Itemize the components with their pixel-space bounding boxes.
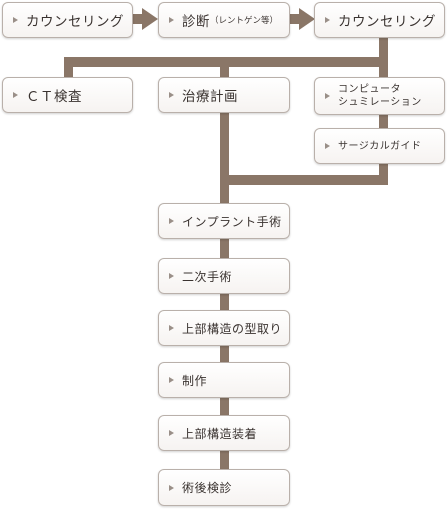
arrow-2-shaft bbox=[290, 14, 300, 24]
box-label: 診断 bbox=[182, 14, 210, 30]
bullet-triangle-icon bbox=[169, 430, 174, 436]
box-label: カウンセリング bbox=[338, 14, 436, 30]
box-label: 治療計画 bbox=[182, 89, 238, 105]
step-label: インプラント手術 bbox=[182, 214, 282, 229]
box-label: サージカルガイド bbox=[338, 140, 422, 152]
connector-merge-bar bbox=[220, 175, 388, 185]
bullet-triangle-icon bbox=[169, 325, 174, 331]
bullet-triangle-icon bbox=[169, 92, 174, 98]
box-computer-simulation: コンピュータ シュミレーション bbox=[314, 77, 445, 115]
bullet-triangle-icon bbox=[13, 92, 18, 98]
box-label-line1: コンピュータ bbox=[338, 84, 401, 95]
step-label: 上部構造装着 bbox=[182, 426, 258, 441]
connector-drop-ct bbox=[64, 62, 73, 78]
bullet-triangle-icon bbox=[169, 484, 174, 491]
step-postoperative-checkup: 術後検診 bbox=[158, 469, 290, 506]
box-counseling-initial: カウンセリング bbox=[2, 2, 133, 38]
connector-sim-to-guide bbox=[379, 114, 388, 128]
arrow-1-head bbox=[142, 8, 158, 30]
bullet-triangle-icon bbox=[169, 273, 174, 279]
box-diagnosis: 診断 （レントゲン等） bbox=[158, 2, 290, 38]
step-label: 制作 bbox=[182, 373, 208, 388]
box-sublabel: （レントゲン等） bbox=[210, 16, 279, 26]
box-label: カウンセリング bbox=[26, 14, 124, 30]
arrow-2-head bbox=[299, 8, 315, 30]
connector-drop-plan bbox=[220, 62, 229, 78]
box-counseling-second: カウンセリング bbox=[314, 2, 445, 38]
step-label: 二次手術 bbox=[182, 269, 233, 284]
bullet-triangle-icon bbox=[325, 93, 330, 99]
step-fabrication: 制作 bbox=[158, 362, 290, 398]
connector-main-spine bbox=[220, 112, 229, 498]
connector-counseling-down bbox=[379, 38, 388, 62]
arrow-1-shaft bbox=[133, 14, 143, 24]
bullet-triangle-icon bbox=[325, 17, 330, 23]
step-secondary-surgery: 二次手術 bbox=[158, 258, 290, 294]
step-label: 術後検診 bbox=[182, 481, 233, 495]
bullet-triangle-icon bbox=[169, 218, 174, 224]
box-surgical-guide: サージカルガイド bbox=[314, 128, 445, 164]
box-label-wrap: コンピュータ シュミレーション bbox=[338, 83, 422, 109]
box-label-line2: シュミレーション bbox=[338, 97, 422, 108]
connector-guide-down bbox=[379, 164, 388, 184]
step-implant-surgery: インプラント手術 bbox=[158, 203, 290, 239]
bullet-triangle-icon bbox=[169, 377, 174, 383]
box-treatment-plan: 治療計画 bbox=[158, 77, 290, 113]
step-superstructure-impression: 上部構造の型取り bbox=[158, 310, 290, 346]
box-label: ＣＴ検査 bbox=[26, 89, 82, 105]
step-superstructure-placement: 上部構造装着 bbox=[158, 415, 290, 451]
box-ct-exam: ＣＴ検査 bbox=[2, 77, 133, 113]
connector-drop-simulation bbox=[379, 62, 388, 78]
bullet-triangle-icon bbox=[13, 17, 18, 23]
bullet-triangle-icon bbox=[169, 17, 174, 23]
step-label: 上部構造の型取り bbox=[182, 321, 283, 336]
bullet-triangle-icon bbox=[325, 143, 330, 149]
